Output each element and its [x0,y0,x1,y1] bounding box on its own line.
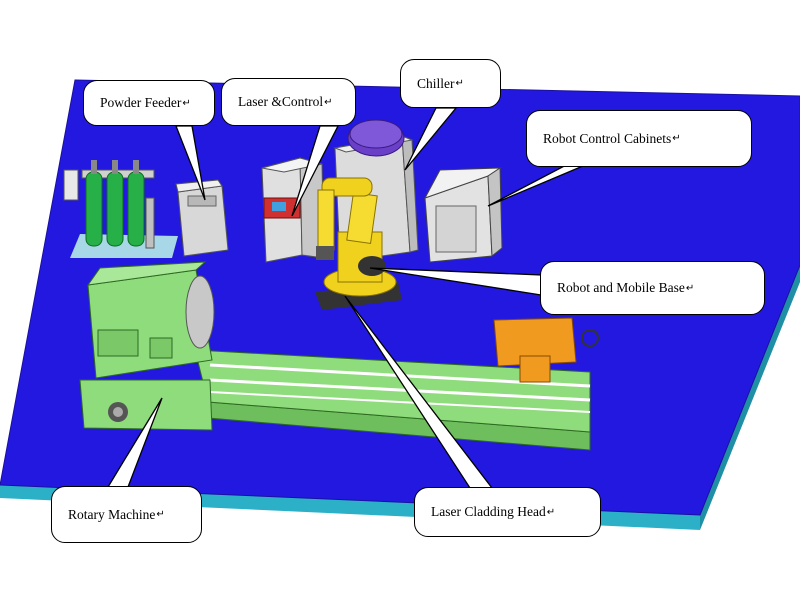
powder-feeder-unit [175,179,229,257]
callout-laser-cladding-head-label: Laser Cladding Head [431,504,546,519]
paragraph-mark: ↵ [324,96,333,108]
paragraph-mark: ↵ [546,506,556,518]
callout-laser-control: Laser &Control↵ [221,78,356,126]
platform-side-right [700,265,800,530]
callout-rotary-machine: Rotary Machine↵ [51,486,202,543]
callout-laser-control-label: Laser &Control [238,94,324,109]
callout-chiller: Chiller↵ [400,59,501,108]
rotary-machine-unit [79,261,599,451]
callout-laser-cladding-head: Laser Cladding Head↵ [414,487,601,537]
callout-rotary-machine-label: Rotary Machine [68,506,156,522]
gas-cylinders [63,160,178,258]
paragraph-mark: ↵ [672,133,681,144]
paragraph-mark: ↵ [455,78,464,89]
callout-pointers [106,107,591,489]
paragraph-mark: ↵ [156,509,165,520]
callout-powder-feeder-label: Powder Feeder [100,95,182,110]
callout-powder-feeder: Powder Feeder↵ [83,80,215,126]
callout-robot-mobile-base: Robot and Mobile Base↵ [540,261,765,315]
callout-chiller-label: Chiller [417,75,455,91]
paragraph-mark: ↵ [685,282,695,294]
paragraph-mark: ↵ [182,97,191,109]
callout-robot-mobile-base-label: Robot and Mobile Base [557,280,685,295]
robot-control-cabinet-unit [423,167,503,263]
laser-control-unit [261,157,325,263]
robot-unit [315,177,402,310]
callout-robot-control-cabinets: Robot Control Cabinets↵ [526,110,752,167]
callout-robot-control-cabinets-label: Robot Control Cabinets [543,130,672,146]
